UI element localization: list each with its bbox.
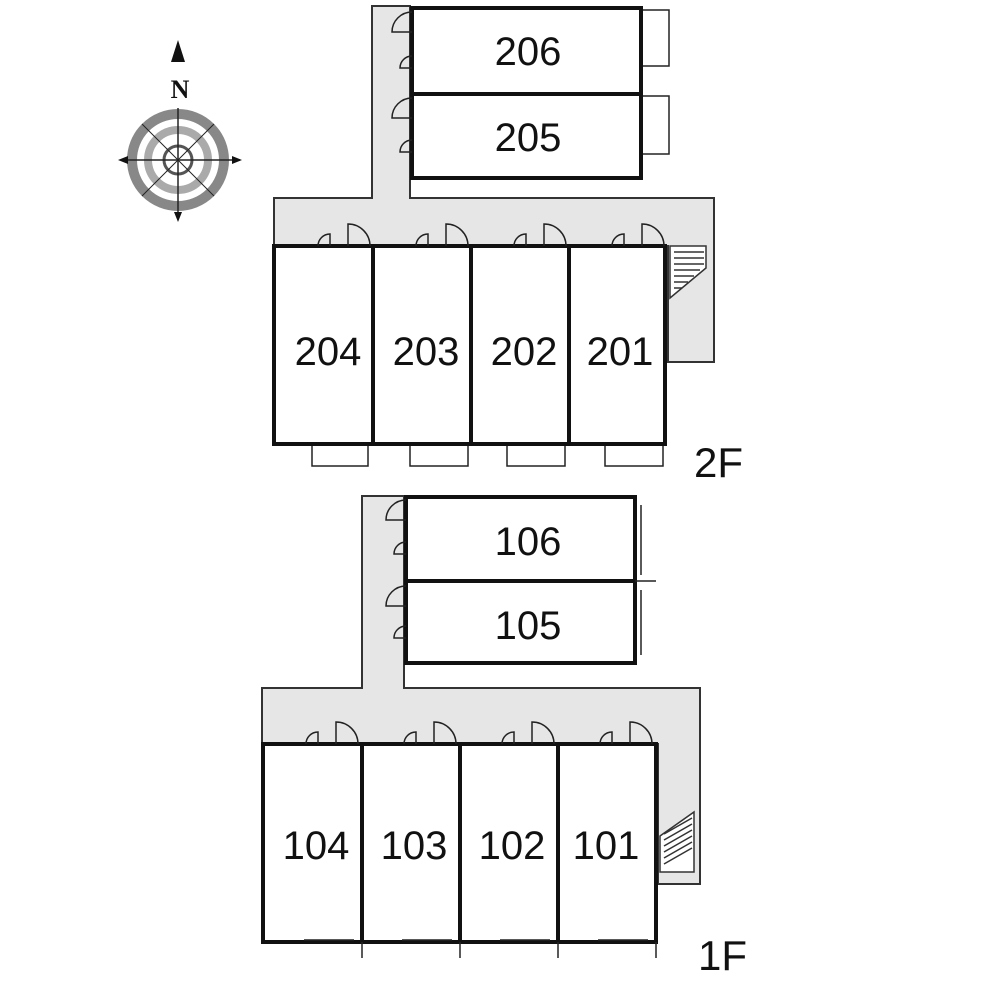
door-105-main [385,585,407,607]
room-104 [261,742,364,944]
room-label-202: 202 [491,330,558,374]
room-label-104: 104 [283,824,350,868]
windows-1f [304,939,657,958]
floor-label-2f: 2F [694,439,743,486]
door-202-sub [513,233,527,247]
door-101-sub [599,731,613,745]
stairs-1f [659,810,695,873]
door-106-main [385,499,407,521]
door-205-main [391,97,413,119]
balcony-203 [409,443,469,467]
door-206-sub [399,55,413,69]
room-101 [556,742,658,944]
door-204-main [347,223,371,247]
room-label-204: 204 [295,330,362,374]
room-label-106: 106 [495,520,562,564]
door-205-sub [399,139,413,153]
door-104-main [335,721,359,745]
stairs-2f [669,245,707,300]
compass-rose-icon: N [118,40,242,222]
floor-1f: 106 105 104 103 102 101 1F [261,495,747,979]
room-label-201: 201 [587,330,654,374]
room-label-102: 102 [479,824,546,868]
room-103 [360,742,462,944]
balcony-202 [506,443,566,467]
room-106 [404,495,637,583]
room-label-205: 205 [495,116,562,160]
room-label-101: 101 [573,824,640,868]
room-205 [410,92,643,180]
door-106-sub [393,541,407,555]
room-label-105: 105 [495,604,562,648]
door-204-sub [317,233,331,247]
door-101-main [629,721,653,745]
room-102 [458,742,560,944]
door-102-main [531,721,555,745]
balcony-205 [640,95,670,155]
room-label-103: 103 [381,824,448,868]
door-201-sub [611,233,625,247]
door-203-main [445,223,469,247]
door-206-main [391,11,413,33]
door-201-main [641,223,665,247]
room-201 [567,244,667,446]
floor-label-1f: 1F [698,932,747,979]
balcony-206 [640,9,670,67]
door-103-main [433,721,457,745]
balcony-204 [311,443,369,467]
floor-2f: 206 205 204 203 202 201 2F [272,5,743,486]
door-102-sub [501,731,515,745]
door-104-sub [305,731,319,745]
room-202 [469,244,571,446]
north-label: N [171,75,190,104]
room-label-203: 203 [393,330,460,374]
room-105 [404,579,637,665]
room-label-206: 206 [495,30,562,74]
balcony-201 [604,443,664,467]
door-105-sub [393,625,407,639]
room-203 [371,244,473,446]
door-103-sub [403,731,417,745]
door-202-main [543,223,567,247]
door-203-sub [415,233,429,247]
